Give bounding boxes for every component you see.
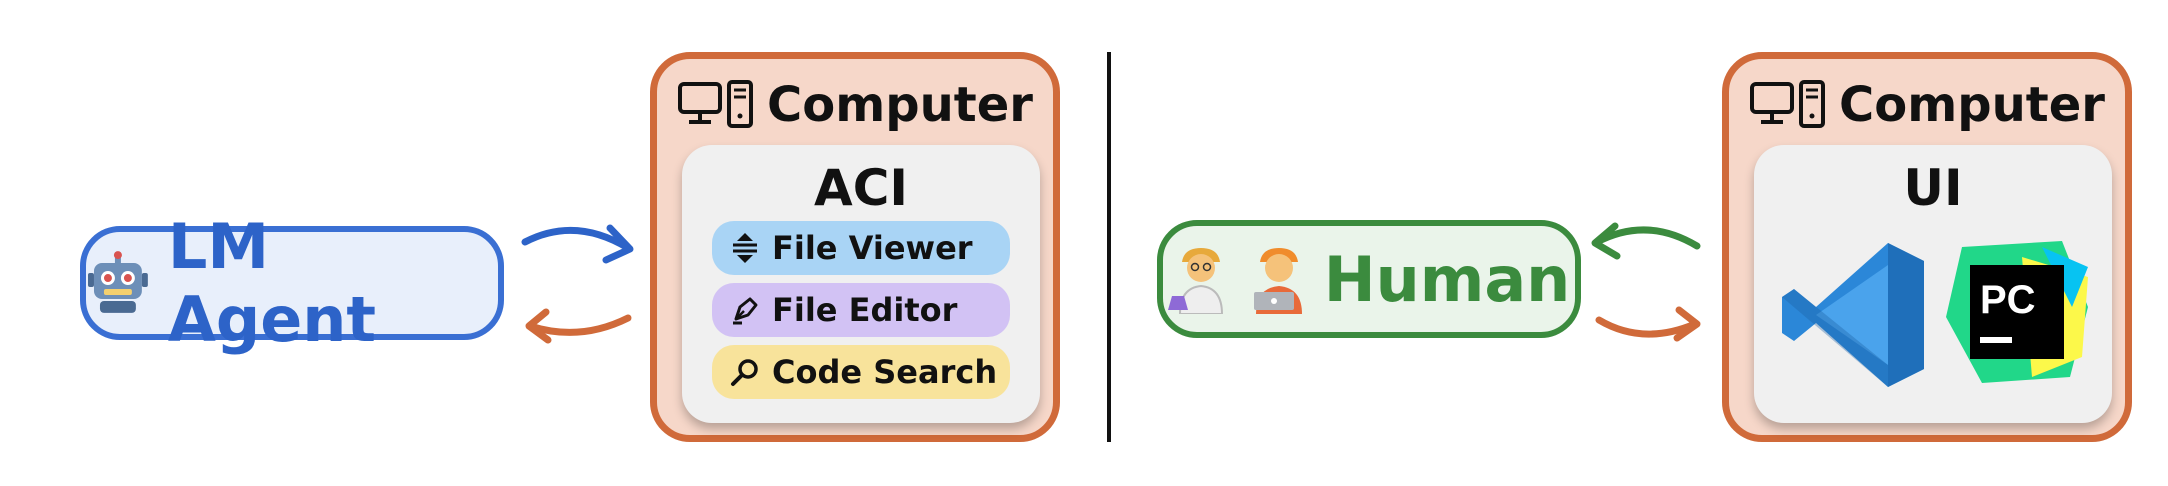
lm-agent-box: LM Agent <box>80 210 504 356</box>
left-computer-header: Computer <box>657 77 1053 133</box>
right-computer-title: Computer <box>1839 77 2105 133</box>
magnifier-icon <box>731 359 758 386</box>
human-box: Human <box>1157 220 1581 338</box>
aci-panel: ACI File Viewer File Editor Code Search <box>682 145 1040 423</box>
ui-title: UI <box>1903 159 1963 217</box>
ui-panel: UI PC <box>1754 145 2112 423</box>
svg-text:PC: PC <box>1980 278 2036 322</box>
human-computer-arrows <box>1591 222 1701 342</box>
right-computer-header: Computer <box>1729 77 2125 133</box>
cropped-caption-line <box>0 470 2168 486</box>
robot-icon <box>87 251 148 313</box>
left-computer-box: Computer ACI File Viewer File Editor <box>650 52 1060 442</box>
right-computer-box: Computer UI PC <box>1722 52 2132 442</box>
tool-code-search-label: Code Search <box>772 353 998 391</box>
lm-agent-label: LM Agent <box>167 210 377 356</box>
tool-file-viewer-label: File Viewer <box>772 229 973 267</box>
pycharm-logo: PC <box>1946 241 2088 383</box>
human-label: Human <box>1323 242 1571 316</box>
aci-title: ACI <box>814 159 908 217</box>
divider-line <box>1107 52 1111 442</box>
tool-file-editor: File Editor <box>712 283 1010 337</box>
left-computer-title: Computer <box>767 77 1033 133</box>
tool-file-viewer: File Viewer <box>712 221 1010 275</box>
tool-code-search: Code Search <box>712 345 1010 399</box>
pen-icon <box>733 297 758 325</box>
scroll-arrows-icon <box>733 233 757 263</box>
tool-file-editor-label: File Editor <box>772 291 958 329</box>
vscode-logo <box>1782 243 1924 387</box>
agent-to-computer-arrows <box>521 224 634 344</box>
technologist-icon <box>1253 248 1302 314</box>
desktop-computer-icon <box>678 80 754 128</box>
desktop-computer-icon <box>1750 80 1826 128</box>
scientist-icon <box>1167 248 1223 314</box>
